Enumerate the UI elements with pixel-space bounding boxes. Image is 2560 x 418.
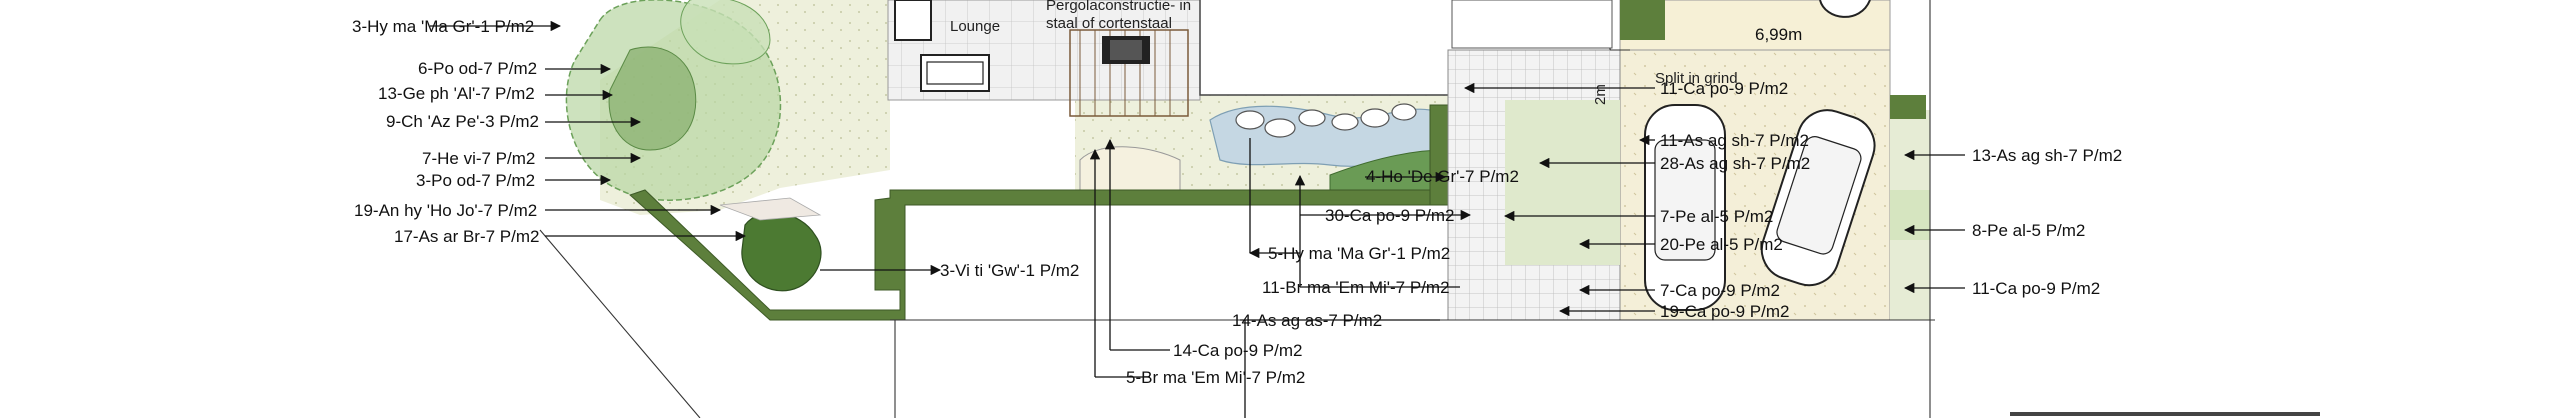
- plant-label: 30-Ca po-9 P/m2: [1325, 206, 1454, 225]
- hedge-top-right: [1620, 0, 1665, 40]
- plant-label: 19-An hy 'Ho Jo'-7 P/m2: [354, 201, 537, 220]
- plant-label: 13-Ge ph 'Al'-7 P/m2: [378, 84, 535, 103]
- plant-label: 7-Ca po-9 P/m2: [1660, 281, 1780, 300]
- lounge-furniture: [894, 0, 990, 92]
- dimension-height: 2m: [1592, 84, 1609, 105]
- plant-label: 13-As ag sh-7 P/m2: [1972, 146, 2122, 165]
- car-top: [1819, 0, 1871, 18]
- plant-label: 17-As ar Br-7 P/m2: [394, 227, 540, 246]
- plant-label: 19-Ca po-9 P/m2: [1660, 302, 1789, 321]
- plant-label: 11-As ag sh-7 P/m2: [1660, 131, 1809, 150]
- plant-label: 5-Hy ma 'Ma Gr'-1 P/m2: [1268, 244, 1450, 263]
- pergola-label-1: Pergolaconstructie- in: [1046, 0, 1191, 14]
- plant-label: 6-Po od-7 P/m2: [418, 59, 537, 78]
- grass-patch: [1505, 100, 1620, 265]
- plant-label: 3-Po od-7 P/m2: [416, 171, 535, 190]
- hedge-right: [1890, 95, 1926, 119]
- lounge-label: Lounge: [950, 18, 1000, 35]
- plant-label: 4-Ho 'De Gr'-7 P/m2: [1366, 167, 1519, 186]
- scale-bar: [2010, 412, 2320, 416]
- plant-label: 14-As ag as-7 P/m2: [1232, 311, 1382, 330]
- plant-label: 11-Ca po-9 P/m2: [1972, 279, 2100, 298]
- grass-patch-2: [1890, 190, 1930, 240]
- plant-label: 28-As ag sh-7 P/m2: [1660, 154, 1810, 173]
- plant-label: 14-Ca po-9 P/m2: [1173, 341, 1302, 360]
- car-angled: [1760, 109, 1876, 287]
- plant-label: 7-He vi-7 P/m2: [422, 149, 535, 168]
- plant-label: 8-Pe al-5 P/m2: [1972, 221, 2085, 240]
- plant-label: 11-Br ma 'Em Mi'-7 P/m2: [1262, 278, 1450, 297]
- plant-label: 20-Pe al-5 P/m2: [1660, 235, 1783, 254]
- plant-label: 3-Vi ti 'Gw'-1 P/m2: [940, 261, 1079, 280]
- plant-label: 9-Ch 'Az Pe'-3 P/m2: [386, 112, 539, 131]
- plant-label: 11-Ca po-9 P/m2: [1660, 79, 1788, 98]
- path-light: [719, 197, 822, 221]
- dimension-width: 6,99m: [1755, 25, 1802, 44]
- tree-canopy-large: [565, 0, 782, 201]
- house-wall: [1451, 0, 1613, 49]
- plant-label: 3-Hy ma 'Ma Gr'-1 P/m2: [352, 17, 534, 36]
- gravel-label: Split in grind: [1655, 70, 1738, 87]
- pergola: [1069, 29, 1189, 117]
- plant-label: 7-Pe al-5 P/m2: [1660, 207, 1773, 226]
- plant-label: 5-Br ma 'Em Mi'-7 P/m2: [1126, 368, 1305, 387]
- shrub: [741, 212, 822, 292]
- car-parked: [1644, 104, 1726, 311]
- stepping-stones: [1235, 103, 1417, 138]
- pergola-label-2: staal of cortenstaal: [1046, 15, 1172, 32]
